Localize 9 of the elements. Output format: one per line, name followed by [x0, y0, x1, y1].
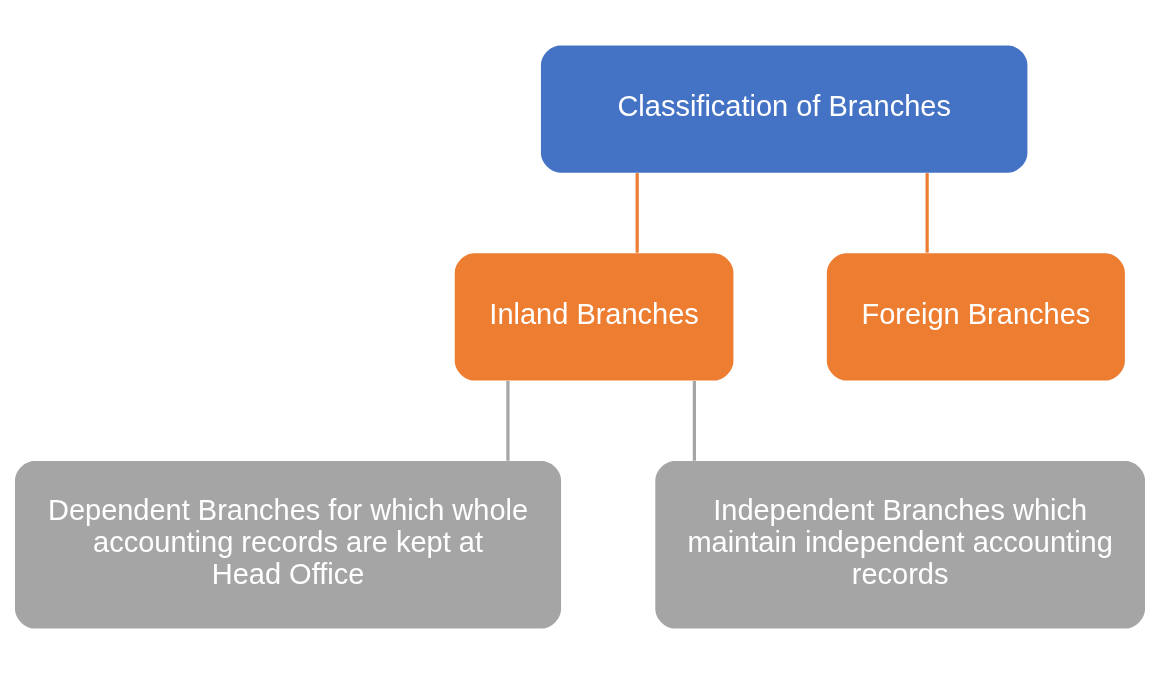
node-box: Classification of Branches [540, 44, 1028, 173]
connector [692, 380, 696, 461]
connector [925, 172, 929, 253]
node-box: Dependent Branches for which whole accounting records are kept at Head Office [15, 460, 562, 629]
node-box: Independent Branches which maintain independent accounting records [655, 460, 1145, 629]
node-box: Foreign Branches [826, 252, 1125, 380]
connector [635, 172, 639, 253]
node-box: Inland Branches [454, 252, 734, 380]
connector [506, 380, 510, 461]
